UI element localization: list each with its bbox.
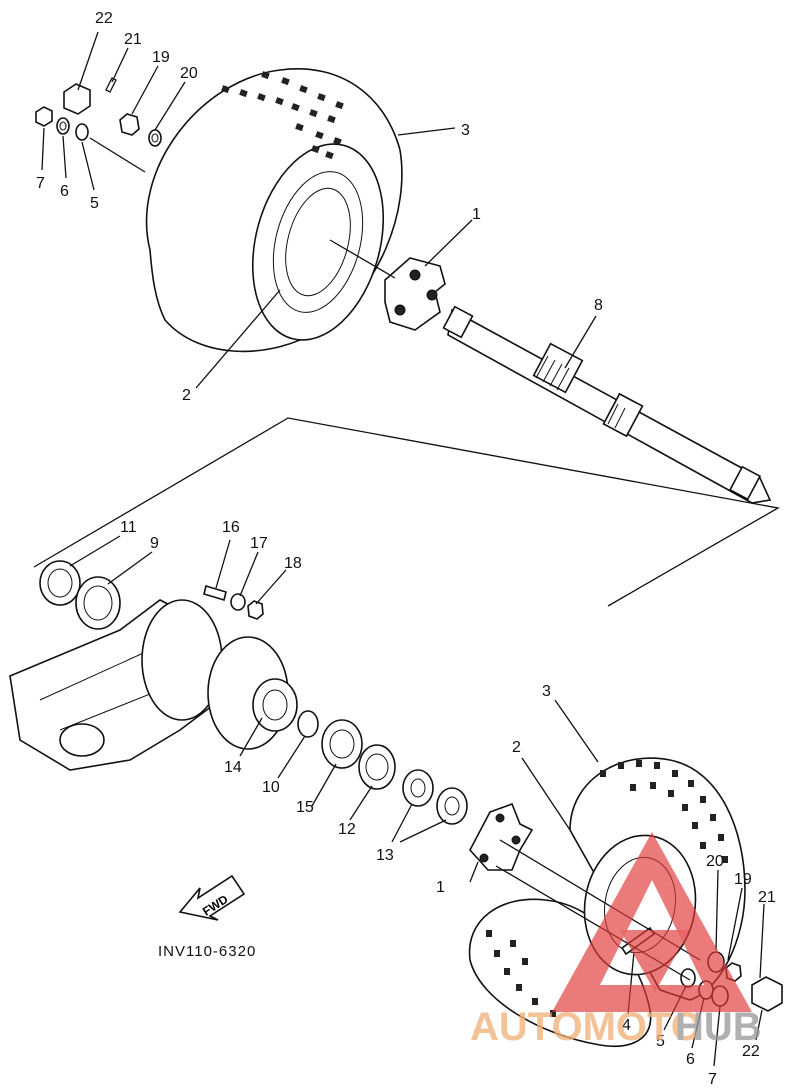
hub-top (329, 239, 446, 331)
callout-2: 2 (182, 387, 191, 404)
callout-6: 6 (60, 183, 69, 200)
callout-15: 15 (296, 799, 314, 816)
callout-6b: 6 (686, 1051, 695, 1068)
hardware-top-left (35, 77, 162, 173)
callout-20: 20 (180, 65, 198, 82)
callouts-middle: 11 9 16 17 18 14 10 15 12 13 (120, 519, 394, 864)
callout-5b: 5 (656, 1033, 665, 1050)
callout-3b: 3 (542, 683, 551, 700)
watermark-triangle-logo (552, 832, 752, 1012)
callout-7b: 7 (708, 1071, 717, 1088)
callout-13: 13 (376, 847, 394, 864)
axle-shaft (442, 305, 772, 504)
callout-16: 16 (222, 519, 240, 536)
callout-14: 14 (224, 759, 242, 776)
middle-assembly: 11 9 16 17 18 14 10 15 12 13 (9, 519, 468, 864)
callout-18: 18 (284, 555, 302, 572)
watermark-hub: HUB (675, 1005, 762, 1049)
leader-lines-middle (69, 535, 447, 843)
callout-4b: 4 (622, 1017, 631, 1034)
callout-9: 9 (150, 535, 159, 552)
tread-blocks-bottom (486, 760, 728, 1017)
callout-2b: 2 (512, 739, 521, 756)
watermark-auto: AUTOMOTO (470, 1005, 702, 1049)
callout-5: 5 (90, 195, 99, 212)
callout-21b: 21 (758, 889, 776, 906)
callout-17: 17 (250, 535, 268, 552)
leader-lines-top (41, 31, 597, 389)
callouts-bottom: 3 2 20 19 21 1 4 5 6 7 22 (436, 683, 776, 1088)
callout-11: 11 (120, 519, 137, 536)
top-wheel-assembly: 22 21 19 20 7 6 5 3 1 8 2 (35, 10, 772, 504)
callout-21: 21 (124, 31, 142, 48)
callout-12: 12 (338, 821, 356, 838)
assembly-bracket-line (33, 417, 780, 607)
callout-20b: 20 (706, 853, 724, 870)
fwd-arrow: FWD (178, 874, 246, 921)
tread-blocks-top (221, 71, 344, 160)
callout-1: 1 (472, 206, 481, 223)
callouts-top: 22 21 19 20 7 6 5 3 1 8 2 (36, 10, 603, 404)
callout-22b: 22 (742, 1043, 760, 1060)
diagram-code: INV110-6320 (158, 943, 256, 960)
callout-19b: 19 (734, 871, 752, 888)
callout-19: 19 (152, 49, 170, 66)
callout-7: 7 (36, 175, 45, 192)
automotohub-watermark: AUTOMOTO HUB (470, 832, 762, 1049)
callout-1b: 1 (436, 879, 445, 896)
callout-3: 3 (461, 122, 470, 139)
callout-8: 8 (594, 297, 603, 314)
callout-10: 10 (262, 779, 280, 796)
callout-22: 22 (95, 10, 113, 27)
